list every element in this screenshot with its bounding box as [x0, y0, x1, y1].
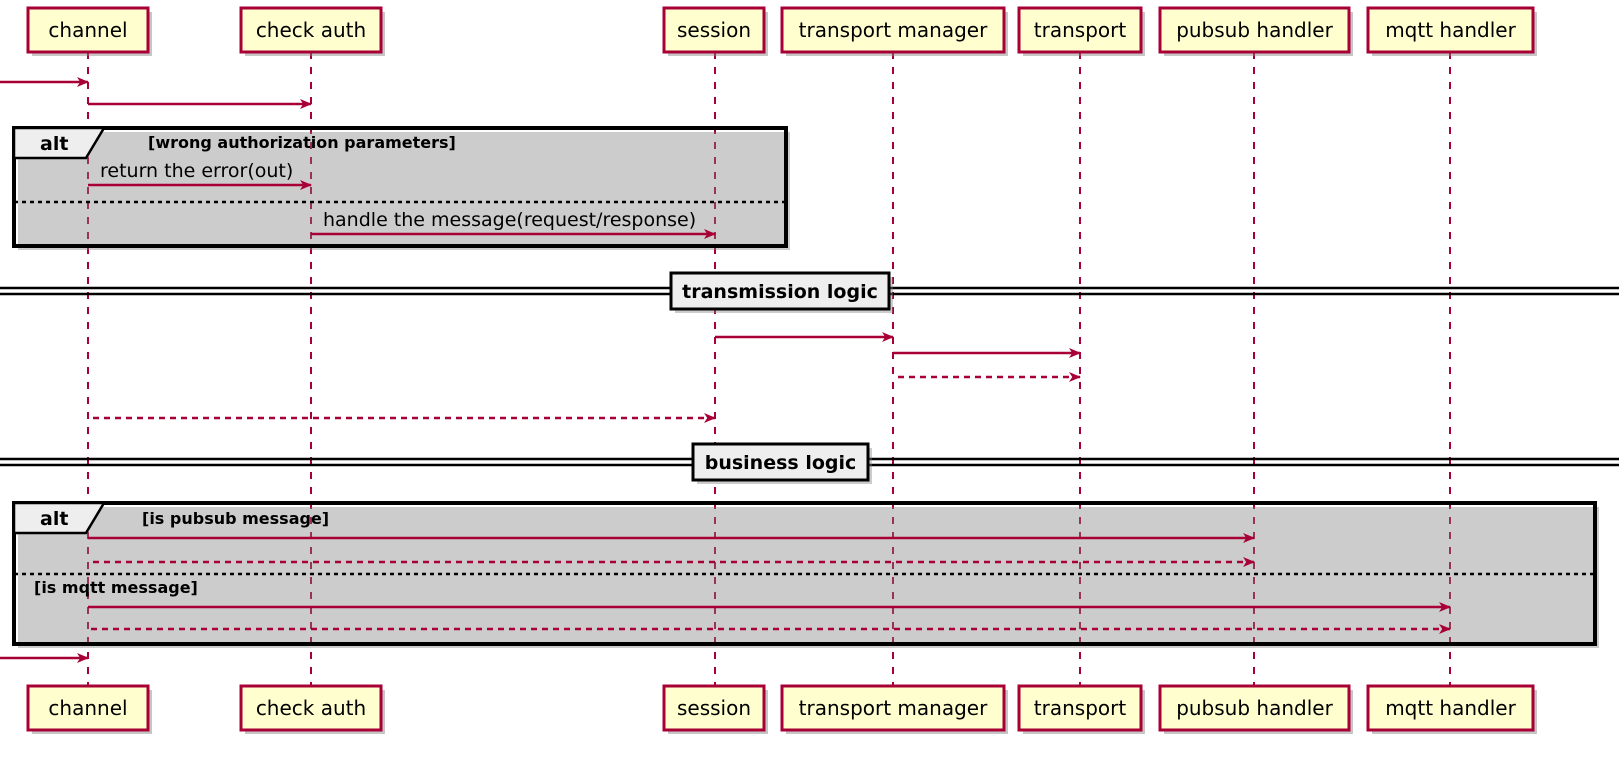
participant-label: mqtt handler: [1385, 696, 1516, 720]
participant-label: transport: [1034, 18, 1127, 42]
frame-guard-label: [is pubsub message]: [142, 509, 329, 528]
participant-box: [1158, 6, 1351, 54]
frame-shadow: [18, 132, 790, 250]
divider-box: [691, 442, 870, 482]
participant-box: [239, 684, 383, 732]
frames-layer: alt [wrong authorization parameters] alt [i…: [12, 126, 1599, 648]
participant-bottom-pubsub_handler[interactable]: pubsub handler: [1158, 684, 1353, 734]
participant-bottom-channel[interactable]: channel: [26, 684, 152, 734]
participant-label: mqtt handler: [1385, 18, 1516, 42]
participant-label: channel: [48, 696, 127, 720]
participant-box: [780, 6, 1006, 54]
divider-transmission: transmission logic: [0, 271, 1619, 313]
participant-box: [1366, 6, 1535, 54]
participant-box: [1366, 684, 1535, 732]
participant-label: session: [677, 18, 751, 42]
participant-label: transport manager: [799, 696, 988, 720]
participant-box: [780, 684, 1006, 732]
participant-box: [26, 684, 150, 732]
divider-label: business logic: [705, 452, 857, 474]
participant-top-pubsub_handler[interactable]: pubsub handler: [1158, 6, 1353, 56]
participant-label: transport: [1034, 696, 1127, 720]
participants-layer: channel channel check auth check auth sessio…: [26, 6, 1537, 734]
frame-guard-label: [is mqtt message]: [34, 578, 198, 597]
divider-label: transmission logic: [682, 281, 878, 303]
message-label: handle the message(request/response): [323, 209, 696, 231]
divider-business: business logic: [0, 442, 1619, 484]
participant-box: [662, 6, 766, 54]
participant-label: channel: [48, 18, 127, 42]
participant-top-session[interactable]: session: [662, 6, 768, 56]
participant-top-transport_manager[interactable]: transport manager: [780, 6, 1008, 56]
participant-label: check auth: [256, 18, 366, 42]
frame-kind-label: alt: [40, 508, 68, 530]
participant-box: [26, 6, 150, 54]
participant-top-transport[interactable]: transport: [1017, 6, 1145, 56]
participant-label: transport manager: [799, 18, 988, 42]
participant-label: pubsub handler: [1176, 18, 1333, 42]
participant-box: [1017, 6, 1143, 54]
dividers-layer: transmission logic business logic: [0, 271, 1619, 484]
participant-bottom-mqtt_handler[interactable]: mqtt handler: [1366, 684, 1537, 734]
participant-label: session: [677, 696, 751, 720]
message-m3: return the error(out): [88, 160, 312, 190]
participant-bottom-transport[interactable]: transport: [1017, 684, 1145, 734]
participant-box: [239, 6, 383, 54]
frame-kind-label: alt: [40, 133, 68, 155]
messages-layer: return the error(out) handle the message(…: [0, 77, 1451, 663]
participant-bottom-check_auth[interactable]: check auth: [239, 684, 385, 734]
participant-label: check auth: [256, 696, 366, 720]
participant-bottom-session[interactable]: session: [662, 684, 768, 734]
participant-box: [662, 684, 766, 732]
lifelines-layer: [87, 52, 1451, 686]
frame-alt-auth: alt [wrong authorization parameters]: [12, 126, 790, 250]
message-m4: handle the message(request/response): [311, 209, 716, 239]
participant-bottom-transport_manager[interactable]: transport manager: [780, 684, 1008, 734]
frame-tab: [12, 501, 107, 535]
frame-alt-business: alt [is pubsub message] [is mqtt message]: [12, 501, 1599, 648]
message-label: return the error(out): [100, 160, 293, 182]
participant-label: pubsub handler: [1176, 696, 1333, 720]
divider-box: [669, 271, 891, 311]
participant-box: [1017, 684, 1143, 732]
participant-top-mqtt_handler[interactable]: mqtt handler: [1366, 6, 1537, 56]
participant-top-check_auth[interactable]: check auth: [239, 6, 385, 56]
frame-shadow: [18, 507, 1599, 648]
participant-top-channel[interactable]: channel: [26, 6, 152, 56]
frame-tab: [12, 126, 107, 160]
frame-border: [12, 126, 788, 248]
participant-box: [1158, 684, 1351, 732]
frame-guard-label: [wrong authorization parameters]: [148, 133, 456, 152]
